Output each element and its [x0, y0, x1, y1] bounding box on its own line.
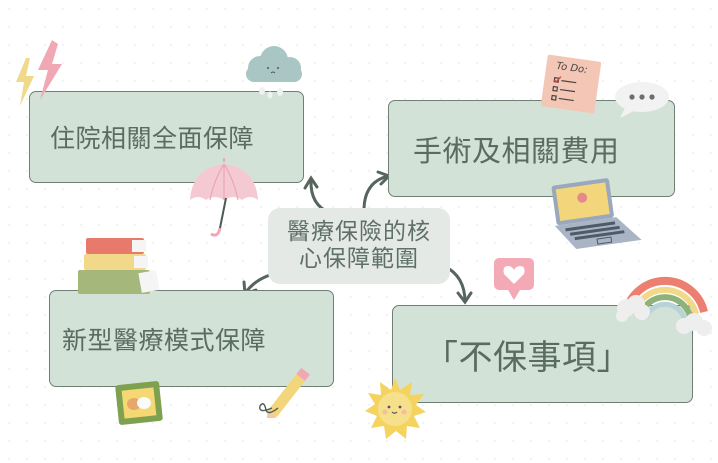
rainbow-icon [616, 276, 712, 336]
sun-icon [365, 378, 426, 439]
rain-cloud-icon [246, 46, 302, 99]
branch-exclusions[interactable]: 「不保事項」 [392, 305, 693, 403]
pencil-icon [259, 367, 310, 418]
books-stack-icon [78, 238, 160, 294]
heart-notification-icon [494, 258, 534, 300]
center-topic-line2: 心保障範圍 [299, 246, 419, 272]
branch-label: 住院相關全面保障 [50, 124, 255, 153]
todo-note-sticker: To Do: [540, 54, 602, 114]
branch-surgery[interactable]: 手術及相關費用 [388, 100, 675, 197]
center-topic[interactable]: 醫療保險的核 心保障範圍 [268, 208, 450, 284]
branch-new-medical-models[interactable]: 新型醫療模式保障 [49, 290, 334, 387]
center-topic-line1: 醫療保險的核 [287, 219, 431, 245]
laptop-icon [551, 178, 642, 250]
branch-label: 「不保事項」 [424, 337, 631, 378]
lightning-icon [16, 40, 62, 106]
checklist-icon [550, 76, 577, 102]
cat-stamp-icon [115, 381, 163, 425]
branch-label: 新型醫療模式保障 [62, 325, 267, 355]
speech-bubble-icon [615, 82, 669, 118]
branch-hospitalization[interactable]: 住院相關全面保障 [29, 91, 304, 183]
branch-label: 手術及相關費用 [413, 133, 620, 168]
umbrella-icon [190, 158, 258, 237]
todo-note-text: To Do: [555, 60, 589, 77]
